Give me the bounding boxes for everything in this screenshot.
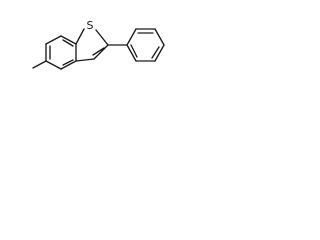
bond xyxy=(60,35,77,45)
bond xyxy=(126,28,137,46)
fused-benzene-ring xyxy=(45,35,77,70)
molecule-canvas: S xyxy=(0,0,230,89)
structure-diagram: S xyxy=(32,19,165,70)
bond xyxy=(45,35,62,45)
double-bond-inner xyxy=(151,46,160,59)
double-bond-inner xyxy=(62,59,74,66)
bond xyxy=(154,28,165,46)
double-bond-inner xyxy=(92,47,105,56)
thiophene-ring xyxy=(75,28,109,62)
bond xyxy=(154,44,165,62)
bond xyxy=(45,60,62,70)
phenyl-ring xyxy=(126,28,165,62)
bond xyxy=(93,44,109,60)
bond xyxy=(75,28,85,45)
double-bond-inner xyxy=(130,44,138,58)
sulfur-atom-label: S xyxy=(87,19,94,32)
bond xyxy=(60,60,77,70)
bond xyxy=(75,58,95,62)
double-bond-inner xyxy=(62,39,74,47)
bond xyxy=(95,29,109,46)
methyl-bond xyxy=(32,60,47,69)
bond xyxy=(126,44,137,62)
